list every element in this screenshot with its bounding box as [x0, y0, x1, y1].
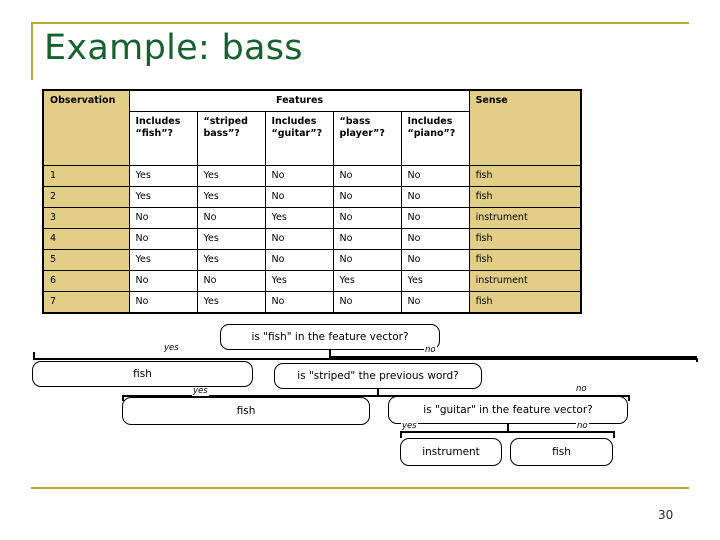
- cell-feature-2: No: [196, 207, 266, 229]
- cell-observation: 6: [42, 270, 130, 292]
- cell-feature-1: Yes: [128, 249, 198, 271]
- tree-edge-label-striped-no: no: [575, 384, 588, 394]
- tree-edge-root-bar-right: [329, 356, 697, 359]
- column-header-feature-1: Includes “fish”?: [128, 111, 198, 166]
- tree-node-leaf-fish-2[interactable]: fish: [122, 397, 370, 425]
- column-header-sense: Sense: [468, 89, 582, 166]
- tree-edge-label-root-yes: yes: [163, 343, 180, 353]
- cell-feature-4: Yes: [332, 270, 402, 292]
- cell-feature-5: No: [400, 186, 470, 208]
- cell-feature-4: No: [332, 249, 402, 271]
- cell-feature-3: No: [264, 249, 334, 271]
- cell-observation: 2: [42, 186, 130, 208]
- table-row: 2 Yes Yes No No No fish: [42, 186, 582, 208]
- cell-feature-4: No: [332, 207, 402, 229]
- cell-feature-5: Yes: [400, 270, 470, 292]
- cell-observation: 5: [42, 249, 130, 271]
- tree-edge-root-bar: [33, 358, 698, 361]
- tree-edge-label-root-no: no: [424, 345, 437, 355]
- tree-edge-guitar-right: [613, 431, 616, 438]
- tree-edge-guitar-stem: [507, 424, 510, 433]
- tree-node-leaf-instrument[interactable]: instrument: [400, 438, 502, 466]
- page-number: 30: [658, 508, 674, 522]
- cell-feature-3: No: [264, 165, 334, 187]
- cell-feature-5: No: [400, 291, 470, 314]
- cell-sense: fish: [468, 165, 582, 187]
- cell-feature-1: No: [128, 207, 198, 229]
- cell-feature-3: No: [264, 228, 334, 250]
- slide-frame-top-rule: [31, 22, 689, 24]
- decision-tree-diagram: is "fish" in the feature vector? yes no …: [0, 315, 720, 480]
- cell-sense: fish: [468, 186, 582, 208]
- tree-edge-label-guitar-no: no: [576, 421, 589, 431]
- cell-feature-4: No: [332, 228, 402, 250]
- cell-sense: fish: [468, 228, 582, 250]
- cell-feature-1: Yes: [128, 186, 198, 208]
- cell-feature-3: Yes: [264, 207, 334, 229]
- tree-edge-label-guitar-yes: yes: [401, 421, 418, 431]
- table-row: 5 Yes Yes No No No fish: [42, 249, 582, 271]
- tree-node-guitar[interactable]: is "guitar" in the feature vector?: [388, 396, 628, 424]
- cell-feature-3: No: [264, 291, 334, 314]
- cell-feature-4: No: [332, 165, 402, 187]
- table-group-header-row: Observation Features Sense: [42, 89, 582, 166]
- cell-feature-1: No: [128, 291, 198, 314]
- tree-node-leaf-fish-3[interactable]: fish: [510, 438, 613, 466]
- cell-feature-1: No: [128, 228, 198, 250]
- column-header-feature-4: “bass player”?: [332, 111, 402, 166]
- cell-sense: fish: [468, 249, 582, 271]
- tree-edge-root-right: [696, 358, 699, 362]
- column-header-feature-2: “striped bass”?: [196, 111, 266, 166]
- cell-feature-4: No: [332, 291, 402, 314]
- cell-observation: 7: [42, 291, 130, 314]
- tree-edge-striped-bar: [122, 395, 630, 398]
- column-header-feature-3: Includes “guitar”?: [264, 111, 334, 166]
- cell-feature-5: No: [400, 249, 470, 271]
- table-row: 3 No No Yes No No instrument: [42, 207, 582, 229]
- table-row: 6 No No Yes Yes Yes instrument: [42, 270, 582, 292]
- cell-feature-3: Yes: [264, 270, 334, 292]
- tree-node-leaf-fish-1[interactable]: fish: [32, 361, 253, 387]
- tree-edge-label-striped-yes: yes: [192, 386, 209, 396]
- cell-feature-2: Yes: [196, 228, 266, 250]
- observations-table: Observation Features Sense Includes “fis…: [42, 89, 583, 314]
- cell-feature-2: Yes: [196, 249, 266, 271]
- cell-observation: 3: [42, 207, 130, 229]
- tree-edge-striped-left: [122, 395, 125, 401]
- cell-feature-1: No: [128, 270, 198, 292]
- table-row: 1 Yes Yes No No No fish: [42, 165, 582, 187]
- cell-feature-2: No: [196, 270, 266, 292]
- cell-sense: fish: [468, 291, 582, 314]
- slide-frame-left-rule: [31, 22, 33, 80]
- tree-node-root[interactable]: is "fish" in the feature vector?: [220, 324, 440, 350]
- tree-node-striped[interactable]: is "striped" the previous word?: [274, 363, 482, 389]
- tree-edge-root-left: [33, 352, 36, 360]
- tree-edge-guitar-left: [400, 431, 403, 438]
- column-header-observation: Observation: [42, 89, 130, 166]
- cell-observation: 4: [42, 228, 130, 250]
- page-title: Example: bass: [44, 28, 303, 68]
- column-header-features: Features: [128, 89, 470, 112]
- cell-sense: instrument: [468, 270, 582, 292]
- cell-sense: instrument: [468, 207, 582, 229]
- table-row: 7 No Yes No No No fish: [42, 291, 582, 314]
- tree-edge-striped-right: [628, 395, 631, 401]
- cell-feature-5: No: [400, 228, 470, 250]
- cell-feature-5: No: [400, 207, 470, 229]
- cell-feature-4: No: [332, 186, 402, 208]
- cell-feature-1: Yes: [128, 165, 198, 187]
- table-row: 4 No Yes No No No fish: [42, 228, 582, 250]
- cell-feature-2: Yes: [196, 186, 266, 208]
- cell-feature-2: Yes: [196, 165, 266, 187]
- cell-feature-3: No: [264, 186, 334, 208]
- cell-feature-5: No: [400, 165, 470, 187]
- column-header-feature-5: Includes “piano”?: [400, 111, 470, 166]
- cell-observation: 1: [42, 165, 130, 187]
- cell-feature-2: Yes: [196, 291, 266, 314]
- slide-frame-bottom-rule: [31, 487, 689, 489]
- tree-edge-guitar-bar: [400, 431, 615, 434]
- table-subheader-row: Includes “fish”? “striped bass”? Include…: [43, 111, 581, 166]
- tree-edge-root-stem: [329, 350, 332, 360]
- tree-edge-striped-stem: [377, 389, 380, 397]
